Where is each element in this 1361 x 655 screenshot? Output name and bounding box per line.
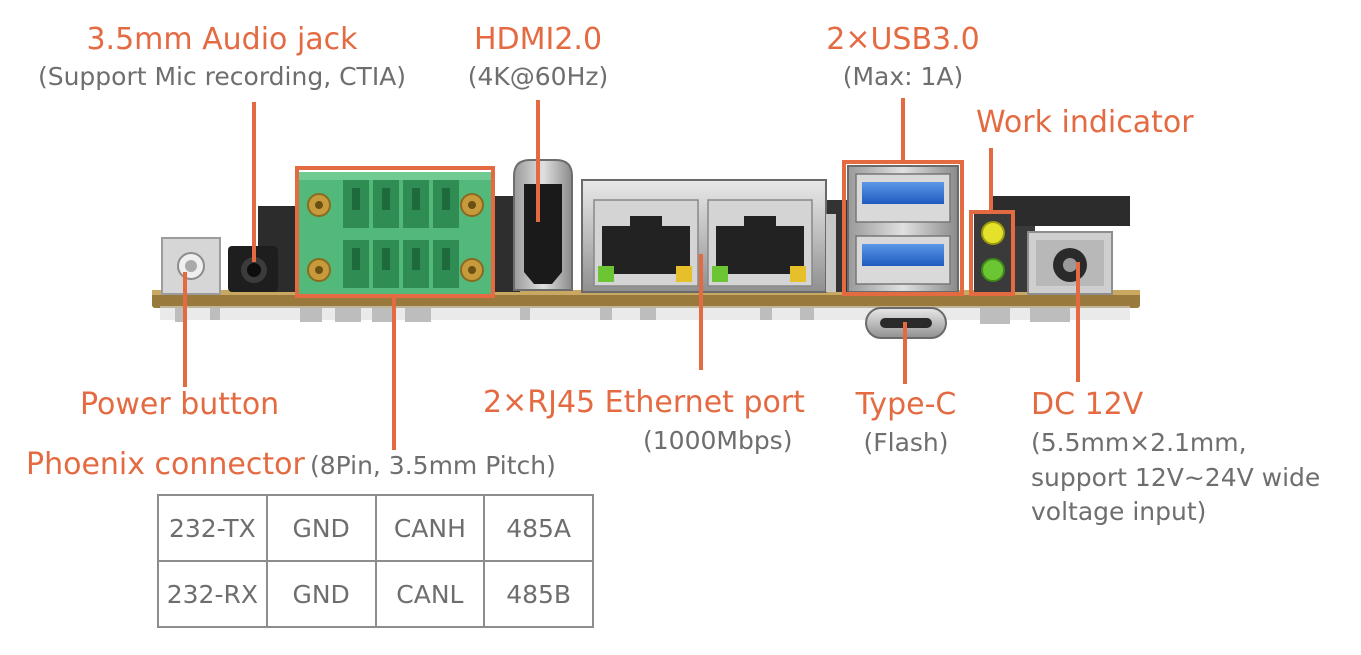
hdmi-title: HDMI2.0: [473, 22, 603, 57]
usb-ports-part: [847, 165, 959, 293]
pin-cell: 485A: [483, 494, 594, 562]
pin-cell: 232-RX: [157, 560, 268, 628]
phoenix-subtitle: (8Pin, 3.5mm Pitch): [309, 451, 556, 480]
audio-jack-part: [228, 246, 278, 292]
dc-subtitle-line-2: support 12V~24V wide: [1031, 463, 1321, 492]
pin-cell: GND: [265, 560, 377, 628]
dc-jack-part: [1027, 231, 1113, 295]
table-row: 232-TX GND CANH 485A: [157, 494, 594, 562]
typec-title: Type-C: [855, 387, 957, 422]
leader-lines: [183, 98, 1080, 450]
typec-subtitle: (Flash): [863, 428, 949, 457]
pin-cell: 485B: [483, 560, 594, 628]
hdmi-subtitle: (4K@60Hz): [467, 62, 609, 91]
audio-jack-subtitle: (Support Mic recording, CTIA): [37, 62, 407, 91]
phoenix-pin-table: 232-TX GND CANH 485A 232-RX GND CANL 485…: [157, 494, 594, 628]
rj45-subtitle: (1000Mbps): [643, 426, 793, 455]
dc-title: DC 12V: [1031, 387, 1144, 422]
rj45-ports-part: [581, 179, 836, 293]
power-button-title: Power button: [80, 387, 280, 422]
phoenix-label: Phoenix connector (8Pin, 3.5mm Pitch): [26, 450, 556, 480]
table-row: 232-RX GND CANL 485B: [157, 560, 594, 628]
dc-subtitle-line-1: (5.5mm×2.1mm,: [1031, 428, 1247, 457]
usb-subtitle: (Max: 1A): [842, 62, 964, 91]
pin-cell: CANH: [374, 494, 486, 562]
phoenix-title: Phoenix connector: [26, 447, 305, 482]
usb-title: 2×USB3.0: [826, 22, 980, 57]
audio-jack-title: 3.5mm Audio jack: [86, 22, 358, 57]
phoenix-connector-part: [298, 172, 492, 294]
pin-cell: GND: [265, 494, 377, 562]
power-button-part: [161, 237, 221, 295]
work-indicator-leds: [974, 214, 1012, 292]
dc-subtitle-line-3: voltage input): [1031, 497, 1207, 526]
pin-cell: 232-TX: [157, 494, 268, 562]
pin-cell: CANL: [374, 560, 486, 628]
work-indicator-title: Work indicator: [976, 105, 1194, 140]
rj45-title: 2×RJ45 Ethernet port: [483, 385, 805, 420]
hdmi-port-part: [513, 159, 573, 291]
